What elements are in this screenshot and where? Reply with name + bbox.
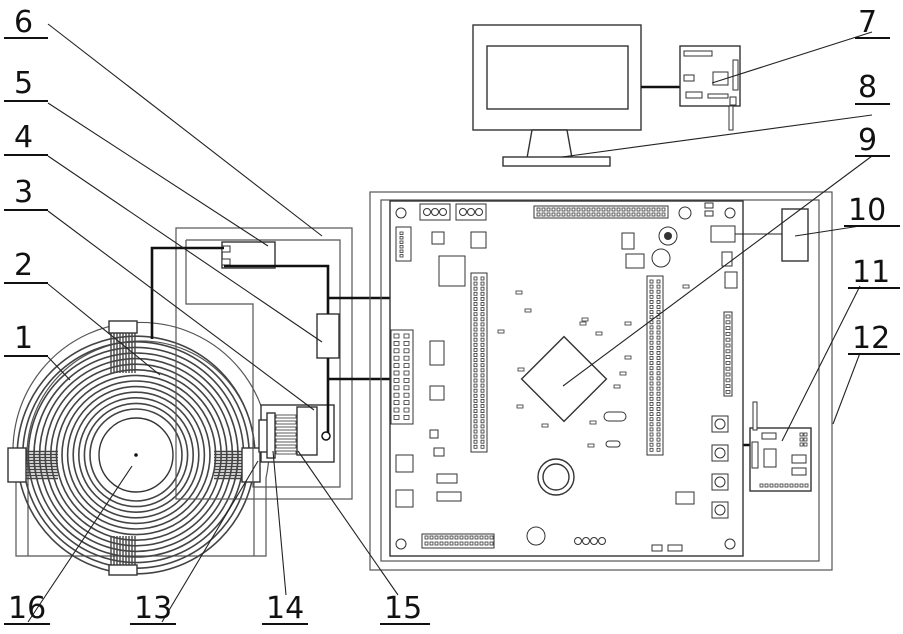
- coil-assembly: [8, 321, 269, 575]
- label-10: 10: [848, 193, 886, 228]
- label-1: 1: [14, 321, 33, 356]
- label-11: 11: [852, 255, 890, 290]
- monitor: [473, 25, 641, 166]
- transmitter-module: [750, 402, 811, 491]
- label-13: 13: [134, 591, 172, 626]
- label-12: 12: [852, 321, 890, 356]
- label-3: 3: [14, 175, 33, 210]
- label-4: 4: [14, 120, 33, 155]
- label-6: 6: [14, 5, 33, 40]
- label-14: 14: [266, 591, 304, 626]
- label-9: 9: [858, 123, 877, 158]
- label-16: 16: [8, 591, 46, 626]
- label-8: 8: [858, 70, 877, 105]
- label-5: 5: [14, 66, 33, 101]
- label-7: 7: [858, 5, 877, 40]
- label-15: 15: [384, 591, 422, 626]
- label-2: 2: [14, 248, 33, 283]
- main-board: [390, 201, 743, 556]
- receiver-module: [680, 46, 740, 130]
